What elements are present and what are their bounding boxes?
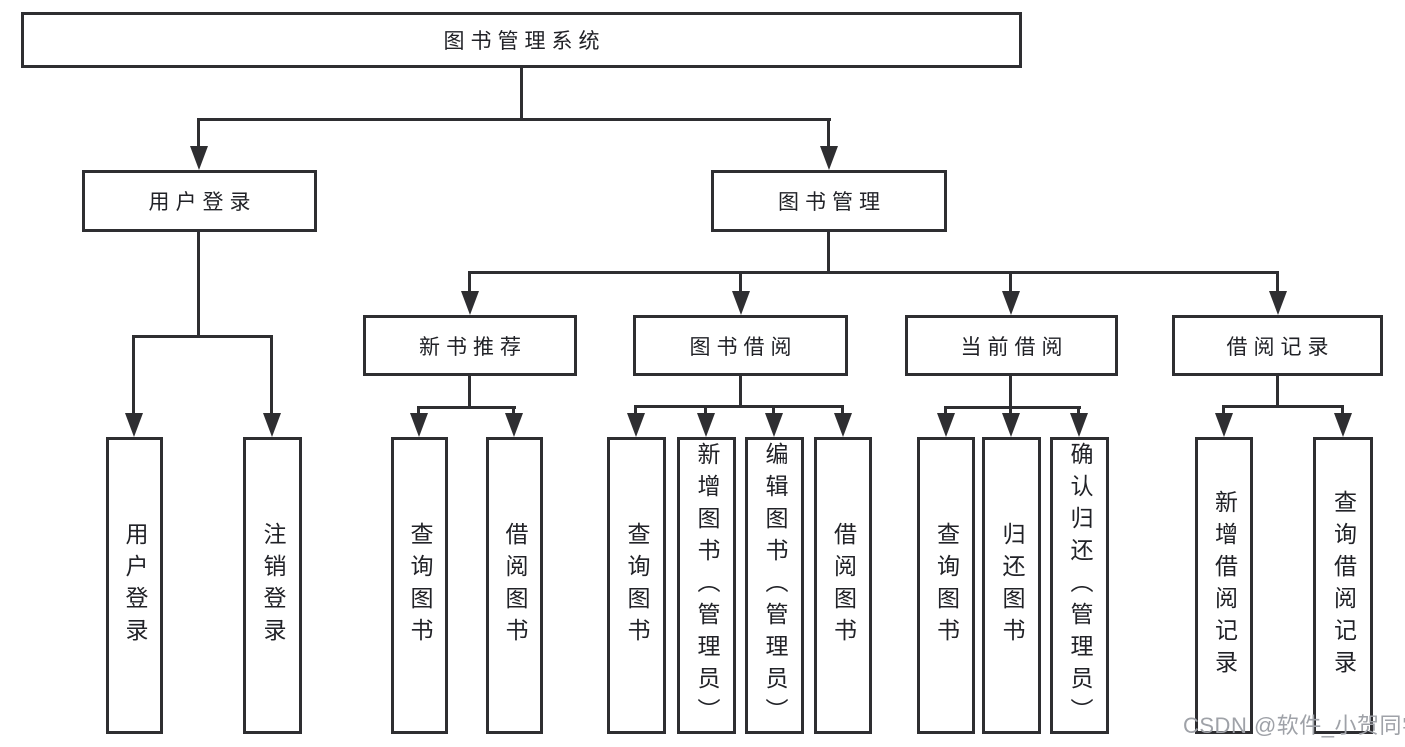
leaf-label: 归还图书 [999,521,1025,650]
connector-line [270,335,273,413]
connector-line [1276,271,1279,291]
leaf-query-books-borrow: 查询图书 [607,437,666,734]
connector-line [634,405,844,408]
arrowhead-down-icon [190,146,208,170]
connector-line [197,118,200,146]
arrowhead-down-icon [834,413,852,437]
node-borrow-records: 借阅记录 [1172,315,1383,376]
node-book-management: 图书管理 [711,170,947,232]
csdn-watermark: CSDN @软件_小贺同学 [1183,713,1405,738]
arrowhead-down-icon [937,413,955,437]
connector-line [827,118,830,146]
leaf-label: 查询图书 [624,521,650,650]
node-root: 图书管理系统 [21,12,1022,68]
connector-line [520,68,523,118]
leaf-add-book-admin: 新增图书（管理员） [677,437,736,734]
arrowhead-down-icon [125,413,143,437]
arrowhead-down-icon [1070,413,1088,437]
connector-line [197,118,831,121]
arrowhead-down-icon [697,413,715,437]
leaf-user-login: 用户登录 [106,437,163,734]
arrowhead-down-icon [410,413,428,437]
node-user-login: 用户登录 [82,170,317,232]
arrowhead-down-icon [1002,291,1020,315]
connector-line [1009,406,1012,413]
leaf-logout: 注销登录 [243,437,302,734]
arrowhead-down-icon [505,413,523,437]
node-current-borrow: 当前借阅 [905,315,1118,376]
leaf-label: 查询图书 [933,521,960,650]
arrowhead-down-icon [1215,413,1233,437]
arrowhead-down-icon [1269,291,1287,315]
arrowhead-down-icon [627,413,645,437]
leaf-label: 用户登录 [122,521,148,650]
leaf-return-book: 归还图书 [982,437,1041,734]
connector-line [1222,405,1344,408]
arrowhead-down-icon [820,146,838,170]
arrowhead-down-icon [1334,413,1352,437]
leaf-query-borrow-record: 查询借阅记录 [1313,437,1373,734]
leaf-label: 借阅图书 [502,521,528,650]
arrowhead-down-icon [461,291,479,315]
connector-line [132,335,135,413]
leaf-label: 确认归还（管理员） [1067,441,1093,730]
node-book-borrow: 图书借阅 [633,315,848,376]
leaf-add-borrow-record: 新增借阅记录 [1195,437,1253,734]
connector-line [468,376,471,406]
leaf-label: 查询借阅记录 [1330,489,1357,682]
leaf-label: 注销登录 [260,521,286,650]
connector-line [132,335,273,338]
connector-line [739,376,742,405]
connector-line [772,405,775,413]
leaf-label: 编辑图书（管理员） [762,441,788,730]
connector-line [197,232,200,335]
node-new-book-recommend: 新书推荐 [363,315,577,376]
connector-line [827,232,830,271]
leaf-confirm-return-admin: 确认归还（管理员） [1050,437,1109,734]
connector-line [417,406,420,413]
connector-line [841,405,844,413]
connector-line [417,406,516,409]
leaf-borrow-books-recommend: 借阅图书 [486,437,543,734]
connector-line [1009,376,1012,406]
leaf-edit-book-admin: 编辑图书（管理员） [745,437,804,734]
connector-line [512,406,515,413]
arrowhead-down-icon [732,291,750,315]
leaf-label: 借阅图书 [830,521,857,650]
leaf-label: 查询图书 [407,521,433,650]
leaf-borrow-books: 借阅图书 [814,437,872,734]
connector-line [739,271,742,291]
connector-line [944,406,1081,409]
leaf-label: 新增借阅记录 [1211,489,1238,682]
leaf-query-books-recommend: 查询图书 [391,437,448,734]
arrowhead-down-icon [1002,413,1020,437]
connector-line [1222,405,1225,413]
connector-line [944,406,947,413]
connector-line [1009,271,1012,291]
connector-line [468,271,471,291]
connector-line [704,405,707,413]
connector-line [634,405,637,413]
arrowhead-down-icon [765,413,783,437]
connector-line [1341,405,1344,413]
leaf-label: 新增图书（管理员） [694,441,720,730]
leaf-query-books-current: 查询图书 [917,437,975,734]
connector-line [1276,376,1279,405]
connector-line [1077,406,1080,413]
connector-line [468,271,1279,274]
arrowhead-down-icon [263,413,281,437]
